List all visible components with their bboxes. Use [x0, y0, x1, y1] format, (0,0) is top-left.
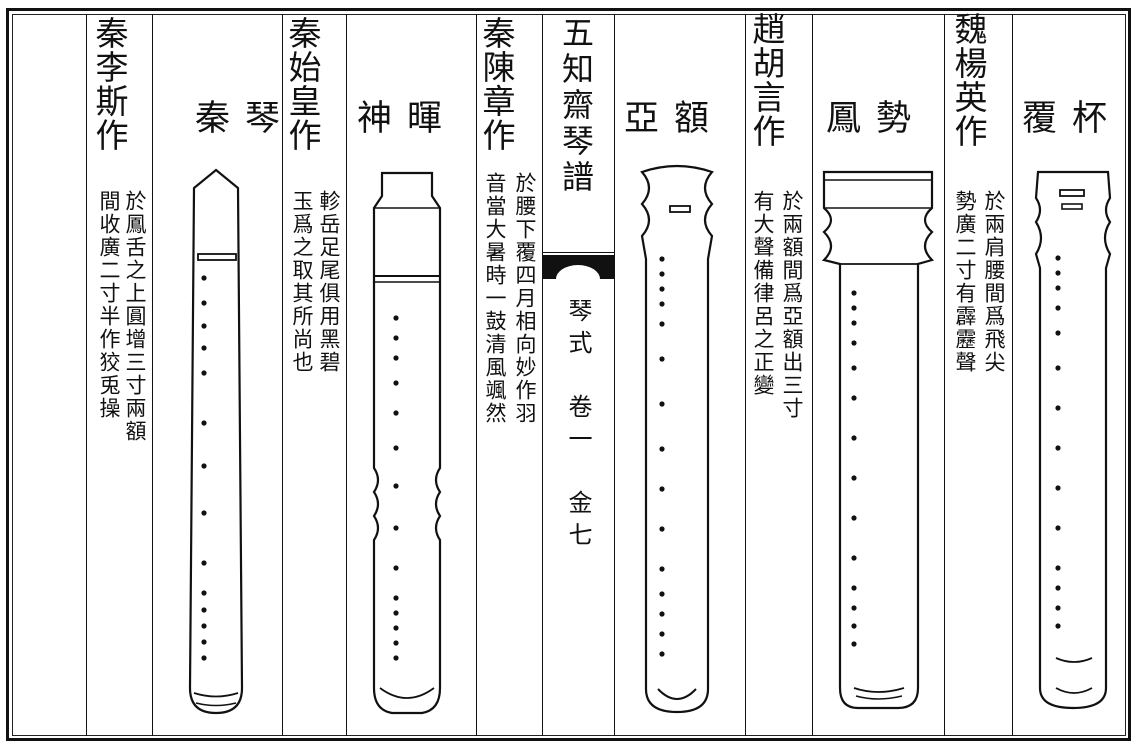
qin-diagram-ya-e [640, 164, 714, 714]
qin-diagram-qin-qin [188, 168, 244, 715]
column-divider [282, 14, 283, 736]
qin-diagram-feng-shi [821, 170, 935, 710]
column-divider [542, 14, 543, 736]
annotation-right: 軫岳足尾俱用黑碧 [317, 190, 341, 374]
book-title: 五知齋琴譜 [557, 16, 595, 196]
outer-border [6, 8, 1131, 741]
maker-text: 秦李斯作 [90, 16, 129, 152]
qin-diagram-fu-bei [1034, 170, 1112, 710]
annotation-left: 玉爲之取其所尚也 [290, 190, 314, 374]
instrument-name: 秦琴 [195, 99, 296, 139]
instrument-name: 覆杯 [1022, 99, 1123, 139]
column-divider [152, 14, 153, 736]
title-rule [542, 252, 614, 253]
column-divider [1012, 14, 1013, 736]
maker-text: 秦陳章作 [477, 16, 516, 152]
annotation-left: 音當大暑時一鼓清風颯然 [483, 172, 507, 425]
annotation-right: 於兩額間爲亞額出三寸 [780, 190, 804, 420]
column-divider [614, 14, 615, 736]
maker-text: 秦始皇作 [283, 16, 322, 152]
fishtail-notch [556, 265, 600, 279]
column-divider [745, 14, 746, 736]
column-divider [476, 14, 477, 736]
fold-text: 琴式 卷一 金七 [564, 298, 592, 554]
instrument-name: 神暉 [357, 99, 458, 139]
column-divider [812, 14, 813, 736]
maker-text: 趙胡言作 [747, 12, 786, 148]
annotation-right: 於兩肩腰間爲飛尖 [982, 190, 1006, 374]
column-divider [944, 14, 945, 736]
annotation-left: 間收廣二寸半作狡兎操 [97, 190, 121, 420]
column-divider [86, 14, 87, 736]
maker-text: 魏楊英作 [949, 12, 988, 148]
annotation-right: 於腰下覆四月相向妙作羽 [513, 172, 537, 425]
column-divider [346, 14, 347, 736]
inner-border [12, 14, 1126, 736]
annotation-left: 勢廣二寸有霹靂聲 [953, 190, 977, 374]
qin-diagram-shen-hui [372, 171, 442, 715]
instrument-name: 鳳勢 [826, 99, 927, 139]
instrument-name: 亞額 [624, 99, 725, 139]
annotation-right: 於鳳舌之上圓增三寸兩額 [123, 190, 147, 443]
annotation-left: 有大聲備律呂之正變 [751, 190, 775, 397]
